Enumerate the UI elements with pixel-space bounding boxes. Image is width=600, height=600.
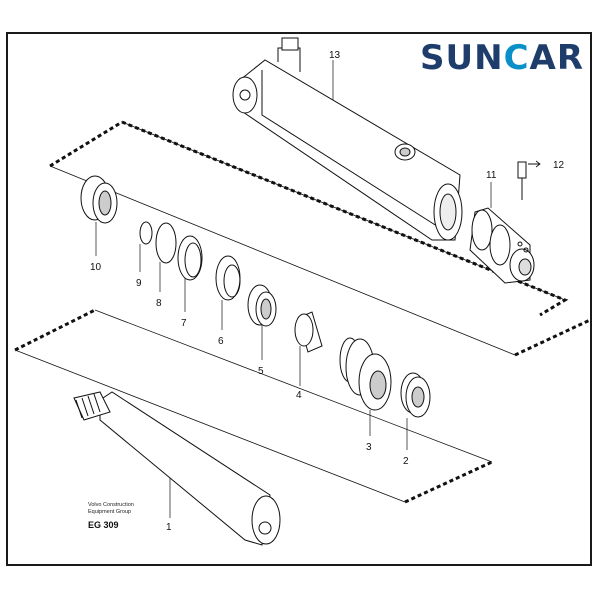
callout-10: 10 (90, 262, 102, 273)
piston-rod (73, 391, 281, 546)
callout-11: 11 (486, 170, 497, 181)
publisher-credit: Volvo Construction Equipment Group (88, 502, 134, 515)
callout-2: 2 (403, 456, 409, 467)
leader-lines (95, 60, 492, 518)
callout-8: 8 (156, 298, 162, 309)
backup-ring (177, 235, 203, 281)
o-ring-large (155, 222, 177, 264)
callouts: 13 11 12 10 9 8 7 6 5 4 3 2 1 (90, 50, 565, 533)
callout-12-arrow (528, 160, 541, 168)
cylinder-tube (232, 37, 463, 241)
o-ring-small (139, 221, 153, 245)
callout-12: 12 (553, 160, 565, 171)
figure-code: EG 309 (88, 520, 119, 530)
wiper-ring (80, 175, 118, 224)
callout-9: 9 (136, 278, 142, 289)
grease-nipple (517, 161, 540, 200)
suncar-logo: SUNCAR (420, 38, 585, 78)
drawing-frame (6, 32, 592, 566)
callout-3: 3 (366, 442, 372, 453)
piston (339, 337, 392, 411)
callout-6: 6 (218, 336, 224, 347)
callout-1: 1 (166, 522, 172, 533)
piston-seal (215, 255, 241, 301)
sleeve (294, 311, 323, 353)
callout-5: 5 (258, 366, 264, 377)
callout-4: 4 (296, 390, 302, 401)
guide-bushing (247, 284, 277, 327)
callout-7: 7 (181, 318, 187, 329)
lock-nut (400, 372, 431, 418)
callout-13: 13 (329, 50, 341, 61)
cylinder-head (469, 207, 535, 284)
